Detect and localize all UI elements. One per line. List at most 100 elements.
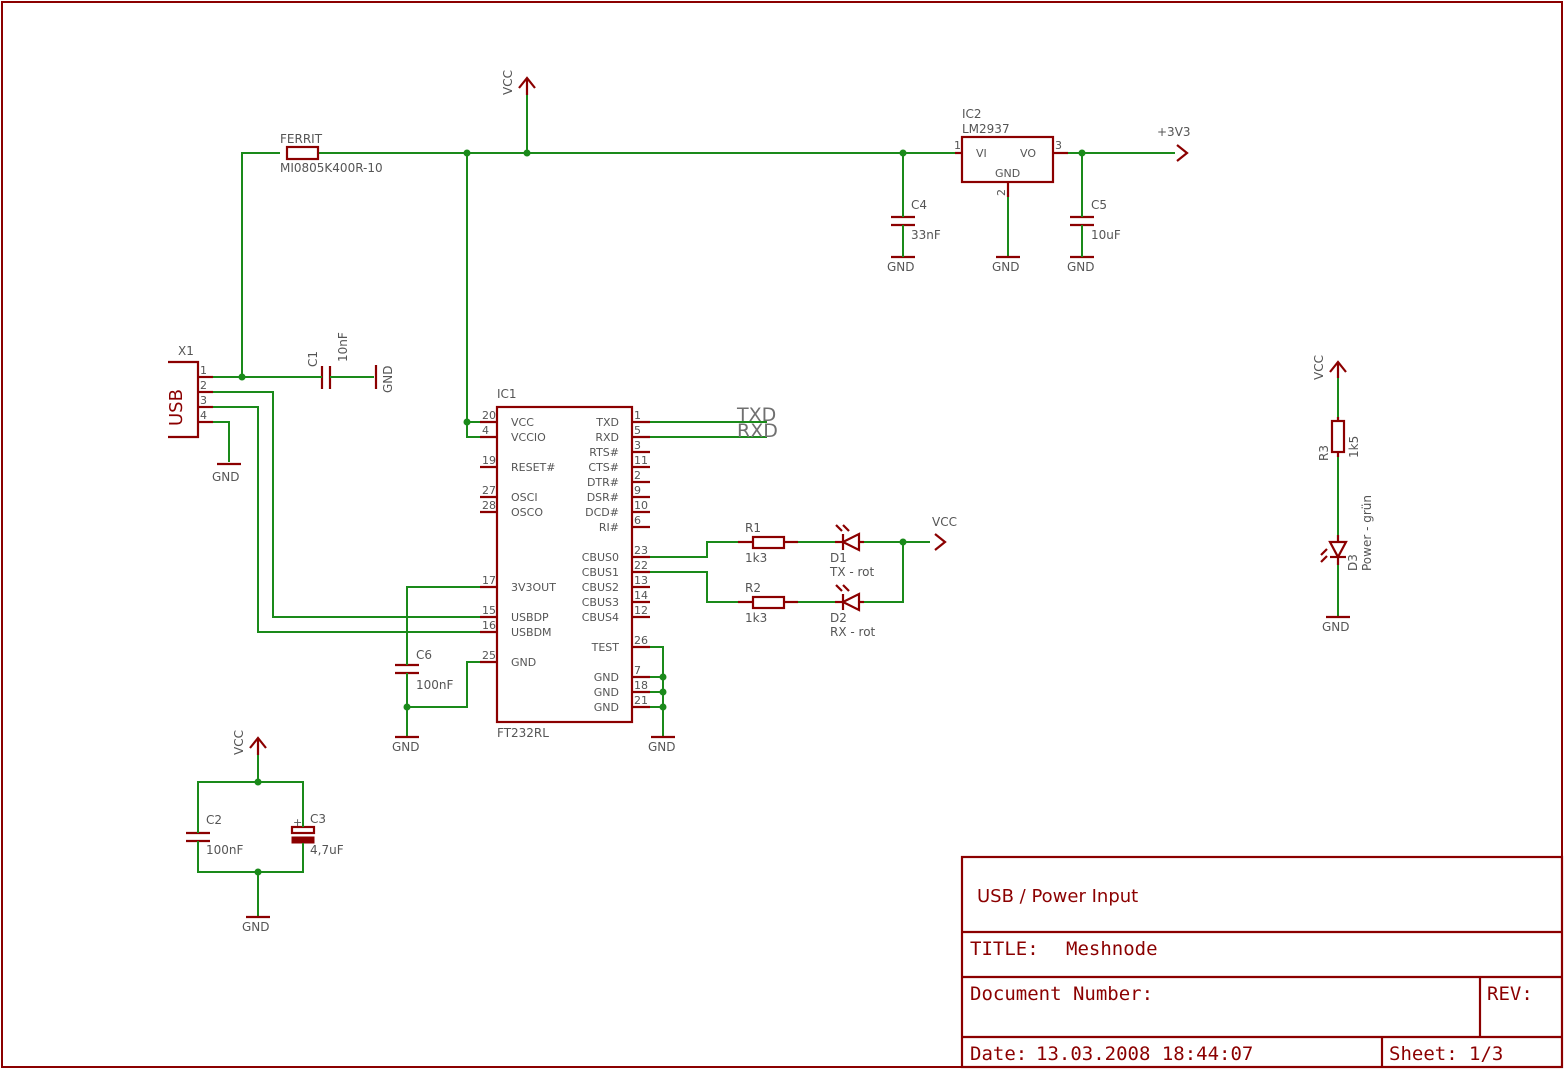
ic1-pin-number: 28: [482, 499, 496, 512]
svg-text:Power - grün: Power - grün: [1360, 495, 1374, 571]
svg-text:X1: X1: [178, 344, 194, 358]
ic1-pin-name: OSCO: [511, 506, 543, 519]
svg-text:VI: VI: [976, 147, 987, 160]
ic1-pin-number: 10: [634, 499, 648, 512]
gnd-symbol-ic1: GND: [648, 735, 676, 754]
capacitor-c3: + C3 4,7uF: [290, 812, 344, 857]
ic1-pin-number: 19: [482, 454, 496, 467]
svg-text:GND: GND: [648, 740, 676, 754]
ic1-pin-number: 27: [482, 484, 496, 497]
svg-text:LM2937: LM2937: [962, 122, 1010, 136]
svg-text:GND: GND: [212, 470, 240, 484]
resistor-r2: R2 1k3: [738, 581, 798, 625]
svg-text:+3V3: +3V3: [1157, 125, 1191, 139]
ic1-pin-name: VCCIO: [511, 431, 546, 444]
svg-text:C1: C1: [306, 351, 320, 367]
resistor-r3: R3 1k5: [1317, 417, 1361, 461]
gnd-symbol-ic2: GND: [992, 255, 1020, 274]
ferrite-bead: FERRIT MI0805K400R-10: [280, 132, 383, 175]
vcc-symbol-top: VCC: [501, 70, 536, 95]
sheet-value: 1/3: [1469, 1043, 1503, 1065]
svg-text:4: 4: [200, 409, 207, 422]
ic1-pin-name: VCC: [511, 416, 534, 429]
ic1-pin-number: 18: [634, 679, 648, 692]
ic1-pin-number: 9: [634, 484, 641, 497]
ic1-pin-name: CBUS2: [582, 581, 619, 594]
gnd-symbol-c5: GND: [1067, 255, 1095, 274]
date-label: Date:: [970, 1043, 1027, 1065]
svg-text:R1: R1: [745, 521, 761, 535]
led-d3: D3 Power - grün: [1320, 495, 1374, 571]
svg-text:GND: GND: [1322, 620, 1350, 634]
svg-text:RX - rot: RX - rot: [830, 625, 876, 639]
svg-text:D3: D3: [1346, 554, 1360, 571]
ic1-pin-number: 20: [482, 409, 496, 422]
gnd-symbol-c1: GND: [374, 365, 395, 393]
document-number-label: Document Number:: [970, 983, 1153, 1005]
ic1-pin-number: 13: [634, 574, 648, 587]
ic1-pin-name: GND: [594, 686, 619, 699]
svg-text:+: +: [293, 816, 302, 829]
gnd-symbol-x1: GND: [212, 462, 241, 484]
svg-text:GND: GND: [1067, 260, 1095, 274]
ic1-pin-number: 7: [634, 664, 641, 677]
regulator-ic2: IC2 LM2937 VI VO GND 1 3 2: [954, 107, 1068, 197]
ic1-pin-name: GND: [594, 701, 619, 714]
title-value: Meshnode: [1066, 938, 1158, 960]
svg-text:C4: C4: [911, 198, 927, 212]
ic1-pin-name: DTR#: [587, 476, 619, 489]
sheet-label: Sheet:: [1389, 1043, 1458, 1065]
svg-text:GND: GND: [992, 260, 1020, 274]
ic1-pin-number: 21: [634, 694, 648, 707]
svg-text:FT232RL: FT232RL: [497, 726, 549, 740]
svg-text:GND: GND: [242, 920, 270, 934]
ic1-pin-number: 25: [482, 649, 496, 662]
svg-text:4,7uF: 4,7uF: [310, 843, 344, 857]
wires: [197, 88, 1339, 917]
ic1-pin-number: 16: [482, 619, 496, 632]
ic1-pin-name: DSR#: [587, 491, 619, 504]
ic1-pin-name: CBUS3: [582, 596, 619, 609]
gnd-symbol-c2c3: GND: [242, 915, 270, 934]
svg-text:TX - rot: TX - rot: [829, 565, 875, 579]
vcc-symbol-d3: VCC: [1312, 355, 1347, 380]
svg-text:GND: GND: [995, 167, 1020, 180]
svg-text:2: 2: [200, 379, 207, 392]
ic1-pin-number: 12: [634, 604, 648, 617]
svg-text:1k3: 1k3: [745, 611, 767, 625]
ic1-pin-name: GND: [594, 671, 619, 684]
ic1-pin-number: 2: [634, 469, 641, 482]
rev-label: REV:: [1487, 983, 1533, 1005]
ic1-pin-number: 6: [634, 514, 641, 527]
ic1-pin-name: DCD#: [585, 506, 619, 519]
ic1-pin-number: 22: [634, 559, 648, 572]
svg-text:C2: C2: [206, 813, 222, 827]
svg-text:GND: GND: [392, 740, 420, 754]
ic1-pin-name: CTS#: [588, 461, 619, 474]
svg-text:VCC: VCC: [1312, 355, 1326, 380]
ic1-pin-number: 3: [634, 439, 641, 452]
svg-text:VO: VO: [1020, 147, 1036, 160]
vcc-symbol-bottom: VCC: [232, 730, 267, 755]
ic1-pin-number: 1: [634, 409, 641, 422]
ic1-pin-number: 17: [482, 574, 496, 587]
ic1-pin-name: RXD: [595, 431, 619, 444]
svg-text:IC1: IC1: [497, 387, 517, 401]
svg-text:VCC: VCC: [501, 70, 515, 95]
gnd-symbol-c6: GND: [392, 735, 420, 754]
ic1-pin-name: TXD: [595, 416, 619, 429]
svg-text:USB: USB: [166, 389, 187, 426]
vcc-symbol-led: VCC: [932, 515, 957, 551]
ic1-pin-name: RI#: [599, 521, 619, 534]
svg-text:1k5: 1k5: [1347, 436, 1361, 458]
svg-text:GND: GND: [381, 365, 395, 393]
led-d1: D1 TX - rot: [829, 524, 875, 579]
ic1-pin-number: 14: [634, 589, 648, 602]
svg-text:2: 2: [995, 189, 1008, 196]
net-label-txd: TXD: [736, 404, 776, 426]
led-d2: D2 RX - rot: [830, 584, 876, 639]
svg-text:10nF: 10nF: [336, 332, 350, 362]
ic1-pin-name: USBDP: [511, 611, 549, 624]
